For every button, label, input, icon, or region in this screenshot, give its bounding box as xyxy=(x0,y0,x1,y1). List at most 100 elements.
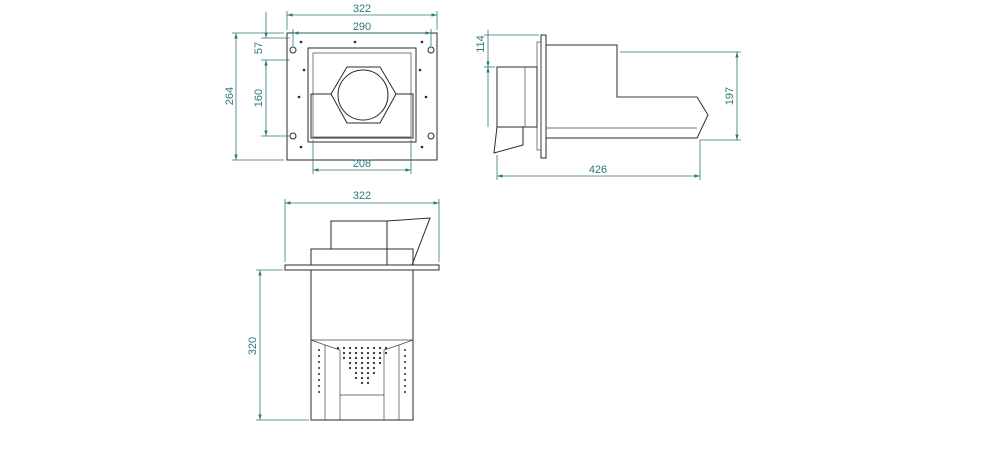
vent-hole-icon xyxy=(372,371,376,375)
dim-label-426: 426 xyxy=(589,164,607,176)
vent-hole-icon xyxy=(354,361,358,365)
vent-hole-icon xyxy=(354,366,358,370)
vent-hole-icon xyxy=(348,346,352,350)
dim-label-160: 160 xyxy=(253,89,265,107)
dim-label-208: 208 xyxy=(353,158,371,170)
vent-hole-icon xyxy=(366,381,370,385)
vent-hole-icon xyxy=(354,376,358,380)
vent-hole-icon xyxy=(366,351,370,355)
vent-hole-icon xyxy=(318,379,320,381)
vent-hole-icon xyxy=(404,361,406,363)
vent-hole-icon xyxy=(372,366,376,370)
screw-dot-icon xyxy=(353,40,357,44)
vent-hole-icon xyxy=(360,361,364,365)
front-inner-frame xyxy=(307,47,417,143)
vent-hole-icon xyxy=(318,367,320,369)
vent-hole-icon xyxy=(348,361,352,365)
vent-hole-icon xyxy=(372,361,376,365)
vent-hole-icon xyxy=(360,366,364,370)
vent-hole-icon xyxy=(318,385,320,387)
dim-label-114: 114 xyxy=(475,35,487,53)
vent-hole-icon xyxy=(354,346,358,350)
vent-hole-icon xyxy=(404,367,406,369)
vent-hole-icon xyxy=(348,356,352,360)
vent-hole-icon xyxy=(342,356,346,360)
screw-dot-icon xyxy=(299,145,303,149)
vent-hole-icon xyxy=(378,361,382,365)
vent-hole-icon xyxy=(318,373,320,375)
screw-dot-icon xyxy=(420,40,424,44)
vent-hole-icon xyxy=(366,346,370,350)
dim-label-320: 320 xyxy=(247,337,259,355)
mounting-hole-icon xyxy=(289,46,297,54)
screw-dot-icon xyxy=(297,95,301,99)
front-inner-box xyxy=(312,52,412,138)
front-outlet-pipe xyxy=(337,69,389,121)
vent-hole-icon xyxy=(404,373,406,375)
vent-hole-icon xyxy=(404,391,406,393)
mounting-hole-icon xyxy=(289,132,297,140)
vent-hole-icon xyxy=(404,355,406,357)
vent-hole-icon xyxy=(318,391,320,393)
vent-hole-icon xyxy=(360,356,364,360)
vent-hole-icon xyxy=(378,346,382,350)
bottom-collar xyxy=(310,248,414,266)
dim-label-197: 197 xyxy=(724,87,736,105)
vent-hole-icon xyxy=(360,351,364,355)
dim-label-322-front: 322 xyxy=(353,3,371,15)
vent-hole-icon xyxy=(360,346,364,350)
bottom-top-box xyxy=(330,220,388,250)
bottom-spout xyxy=(386,217,431,266)
vent-hole-icon xyxy=(404,379,406,381)
vent-hole-icon xyxy=(318,355,320,357)
vent-hole-icon xyxy=(372,351,376,355)
vent-hole-icon xyxy=(384,351,388,355)
side-flange xyxy=(540,34,547,159)
screw-dot-icon xyxy=(299,40,303,44)
vent-hole-icon xyxy=(360,381,364,385)
vent-hole-icon xyxy=(384,346,388,350)
vent-hole-icon xyxy=(342,351,346,355)
vent-hole-icon xyxy=(366,366,370,370)
screw-dot-icon xyxy=(420,145,424,149)
screw-dot-icon xyxy=(424,95,428,99)
vent-hole-icon xyxy=(348,351,352,355)
vent-perforation xyxy=(318,346,406,393)
vent-hole-icon xyxy=(366,361,370,365)
dim-label-322-bottom: 322 xyxy=(353,190,371,202)
vent-hole-icon xyxy=(366,356,370,360)
vent-hole-icon xyxy=(404,385,406,387)
vent-hole-icon xyxy=(378,356,382,360)
bottom-body xyxy=(310,269,414,421)
mounting-hole-icon xyxy=(427,46,435,54)
side-view: 114 197 426 xyxy=(475,30,741,180)
vent-hole-icon xyxy=(336,346,340,350)
side-flange-inner xyxy=(536,41,542,151)
side-duct xyxy=(496,66,538,128)
vent-hole-icon xyxy=(354,351,358,355)
vent-hole-icon xyxy=(348,366,352,370)
vent-hole-icon xyxy=(366,376,370,380)
front-view: 322 290 264 57 160 208 xyxy=(224,3,438,174)
vent-hole-icon xyxy=(366,371,370,375)
vent-hole-icon xyxy=(354,356,358,360)
bottom-flange xyxy=(284,264,440,271)
vent-hole-icon xyxy=(378,351,382,355)
dim-label-290: 290 xyxy=(353,21,371,33)
vent-hole-icon xyxy=(360,376,364,380)
vent-hole-icon xyxy=(342,346,346,350)
vent-hole-icon xyxy=(318,361,320,363)
side-bottom-lip xyxy=(493,126,524,154)
vent-hole-icon xyxy=(360,371,364,375)
dim-label-57: 57 xyxy=(253,42,265,54)
vent-hole-icon xyxy=(372,356,376,360)
bottom-view: 322 320 xyxy=(247,190,440,421)
vent-hole-icon xyxy=(354,371,358,375)
dim-label-264: 264 xyxy=(224,87,236,105)
vent-hole-icon xyxy=(318,349,320,351)
side-hood xyxy=(545,44,709,139)
mounting-hole-icon xyxy=(427,132,435,140)
screw-dot-icon xyxy=(302,68,306,72)
vent-hole-icon xyxy=(404,349,406,351)
screw-dot-icon xyxy=(418,68,422,72)
